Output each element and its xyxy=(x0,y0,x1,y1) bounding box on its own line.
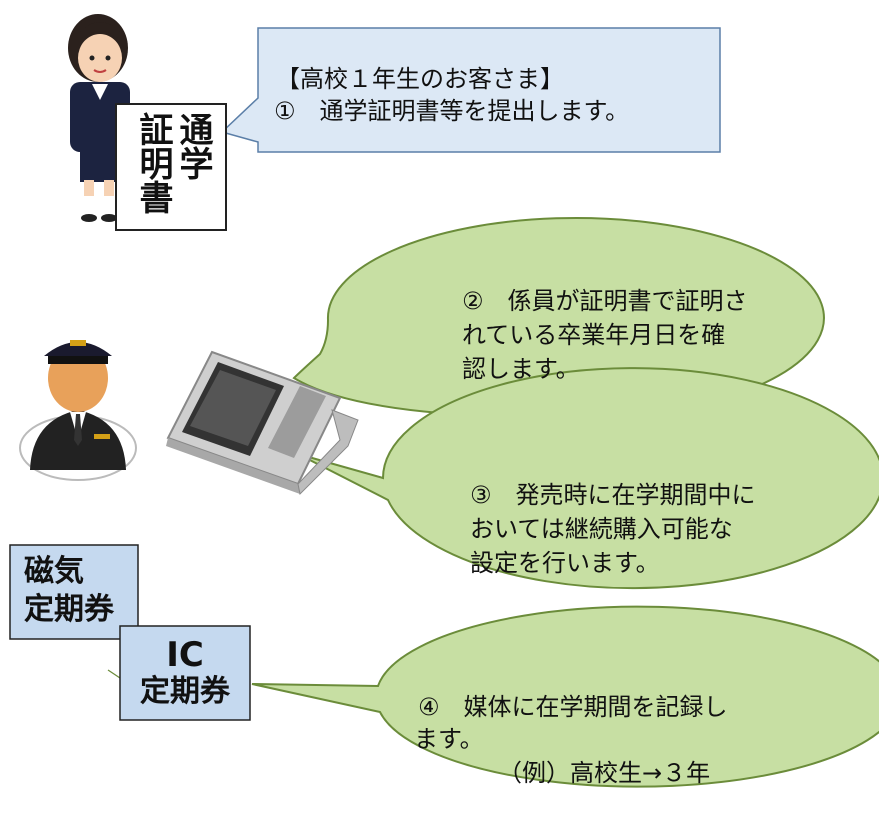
ticket-terminal-icon xyxy=(166,350,359,496)
bubble2-text: ② 係員が証明書で証明さ れている卒業年月日を確 認します。 xyxy=(462,287,748,383)
bubble3-shape xyxy=(297,367,879,590)
ic-ticket-line2: 定期券 xyxy=(140,674,230,709)
bubble4-line2: ます。 xyxy=(414,725,484,753)
student-callout-step: ① 通学証明書等を提出します。 xyxy=(274,97,630,125)
student-callout-shape xyxy=(220,27,721,153)
bubble3-text: ③ 発売時に在学期間中に おいては継続購入可能な 設定を行います。 xyxy=(470,481,756,577)
station-staff-icon xyxy=(19,340,137,481)
certificate-col-left: 証明書 xyxy=(133,112,173,214)
magnetic-ticket-box xyxy=(9,544,139,640)
ic-ticket-line1: IC xyxy=(166,635,204,675)
bubble4-line3: （例）高校生→３年 xyxy=(498,759,711,787)
ic-ticket-box xyxy=(119,625,251,721)
certificate-col-right: 通学 xyxy=(173,112,213,180)
bubble4-shape xyxy=(251,605,879,788)
certificate-box xyxy=(115,103,227,231)
bubble4-line1: ④ 媒体に在学期間を記録し xyxy=(418,693,728,721)
magnetic-ticket-line1: 磁気 xyxy=(24,554,84,589)
student-callout-heading: 【高校１年生のお客さま】 xyxy=(276,65,564,93)
magnetic-ticket-line2: 定期券 xyxy=(24,592,114,627)
